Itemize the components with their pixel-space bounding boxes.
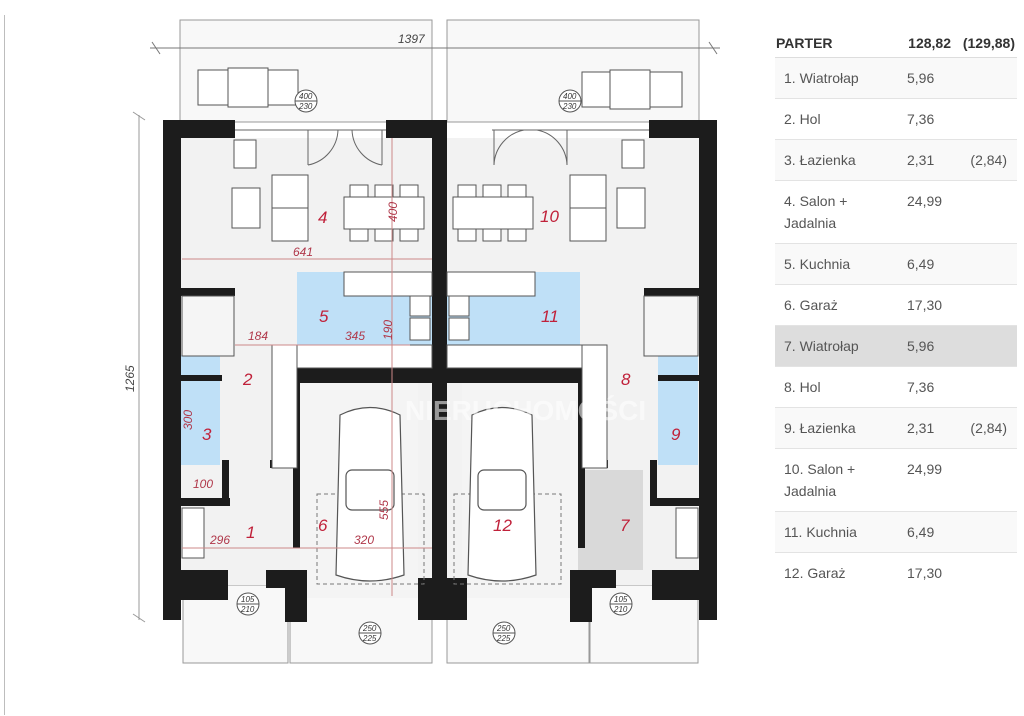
tag-garage-right-h: 225 [496,634,511,643]
header-label: PARTER [776,34,833,51]
room-name: 12. Garaż [784,565,846,581]
room-label-8: 8 [621,370,631,389]
room-name: 4. Salon + Jadalnia [784,193,848,231]
table-row-highlighted[interactable]: 7. Wiatrołap 5,96 [775,326,1017,367]
window-tags [236,89,633,645]
terrace-doors [235,129,649,166]
room-area-alt [965,99,1017,139]
tag-garage-left-w: 250 [362,624,377,633]
room-area-alt [965,285,1017,325]
dim-hall-width: 184 [248,329,268,343]
tag-entry-left-h: 210 [240,605,255,614]
table-row[interactable]: 6. Garaż 17,30 [775,285,1017,326]
room-label-4: 4 [318,208,327,227]
tag-terrace-left-h: 230 [298,102,313,111]
dim-kitchen-depth: 190 [381,320,395,340]
watermark: NIERUCHOMOŚCI [405,395,646,426]
tag-terrace-right-w: 400 [563,92,577,101]
room-area-alt [965,367,1017,407]
room-area-alt: (2,84) [970,152,1007,168]
room-area-alt [965,58,1017,98]
dimension-total-depth [132,111,146,623]
room-name: 8. Hol [784,379,821,395]
table-header: PARTER 128,82 (129,88) [775,28,1017,58]
dim-kitchen-width: 345 [345,329,365,343]
room-area-alt [965,244,1017,284]
room-name: 1. Wiatrołap [784,70,859,86]
room-name: 7. Wiatrołap [784,338,859,354]
room-area-alt [965,326,1017,366]
table-row[interactable]: 10. Salon + Jadalnia 24,99 [775,449,1017,512]
table-row[interactable]: 9. Łazienka 2,31 (2,84) [775,408,1017,449]
room-name: 11. Kuchnia [784,524,857,540]
dim-bath-height: 300 [181,410,195,430]
room-area: 17,30 [907,565,943,581]
tag-terrace-right-h: 230 [562,102,577,111]
table-row[interactable]: 11. Kuchnia 6,49 [775,512,1017,553]
room-label-12: 12 [493,516,512,535]
room-area-alt [965,181,1017,243]
table-row[interactable]: 12. Garaż 17,30 [775,553,1017,593]
tag-garage-left-h: 225 [362,634,377,643]
page-border-line [4,15,5,715]
room-name: 9. Łazienka [784,420,856,436]
tag-entry-right-h: 210 [613,605,628,614]
table-row[interactable]: 2. Hol 7,36 [775,99,1017,140]
room-label-6: 6 [318,516,328,535]
tag-garage-right-w: 250 [496,624,511,633]
table-row[interactable]: 1. Wiatrołap 5,96 [775,58,1017,99]
room-label-5: 5 [319,307,329,326]
dim-garage-depth: 555 [377,500,391,520]
room-label-3: 3 [202,425,212,444]
room-label-7: 7 [620,516,630,535]
dim-total-width: 1397 [398,32,426,46]
dim-vestibule-width: 296 [209,533,230,547]
room-name: 3. Łazienka [784,152,856,168]
room-area: 5,96 [907,70,935,86]
dim-living-width: 641 [293,245,313,259]
room-area: 2,31 [907,152,935,168]
table-row[interactable]: 4. Salon + Jadalnia 24,99 [775,181,1017,244]
dim-living-depth: 400 [386,202,400,222]
furniture [181,67,699,559]
header-area: 128,82 [908,34,951,51]
tag-entry-right-w: 105 [614,595,628,604]
room-label-2: 2 [242,370,253,389]
cars [335,406,537,582]
room-area: 24,99 [907,193,943,209]
dimension-total-width [150,41,720,55]
room-name: 6. Garaż [784,297,838,313]
room-area-alt: (2,84) [970,420,1007,436]
table-row[interactable]: 5. Kuchnia 6,49 [775,244,1017,285]
room-area: 6,49 [907,524,935,540]
dimension-lines [182,138,432,596]
room-area-alt [965,512,1017,552]
room-area-alt [965,553,1017,593]
room-area-alt [965,449,1017,511]
room-label-9: 9 [671,425,681,444]
room-area: 6,49 [907,256,935,272]
dim-total-depth: 1265 [123,365,137,392]
room-name: 5. Kuchnia [784,256,851,272]
room-area: 7,36 [907,379,935,395]
room-area: 7,36 [907,111,935,127]
dim-garage-width: 320 [354,533,374,547]
room-area: 17,30 [907,297,943,313]
table-row[interactable]: 8. Hol 7,36 [775,367,1017,408]
tag-entry-left-w: 105 [241,595,255,604]
dim-bath-small: 100 [193,477,213,491]
room-area: 5,96 [907,338,935,354]
room-name: 10. Salon + Jadalnia [784,461,856,499]
floor-plan: 1397 1265 [123,19,720,664]
table-row[interactable]: 3. Łazienka 2,31 (2,84) [775,140,1017,181]
room-label-1: 1 [246,523,255,542]
room-area: 2,31 [907,420,935,436]
room-name: 2. Hol [784,111,821,127]
room-label-10: 10 [540,207,559,226]
room-label-11: 11 [541,307,559,326]
tag-terrace-left-w: 400 [299,92,313,101]
header-area-alt: (129,88) [962,34,1015,51]
room-area: 24,99 [907,461,943,477]
